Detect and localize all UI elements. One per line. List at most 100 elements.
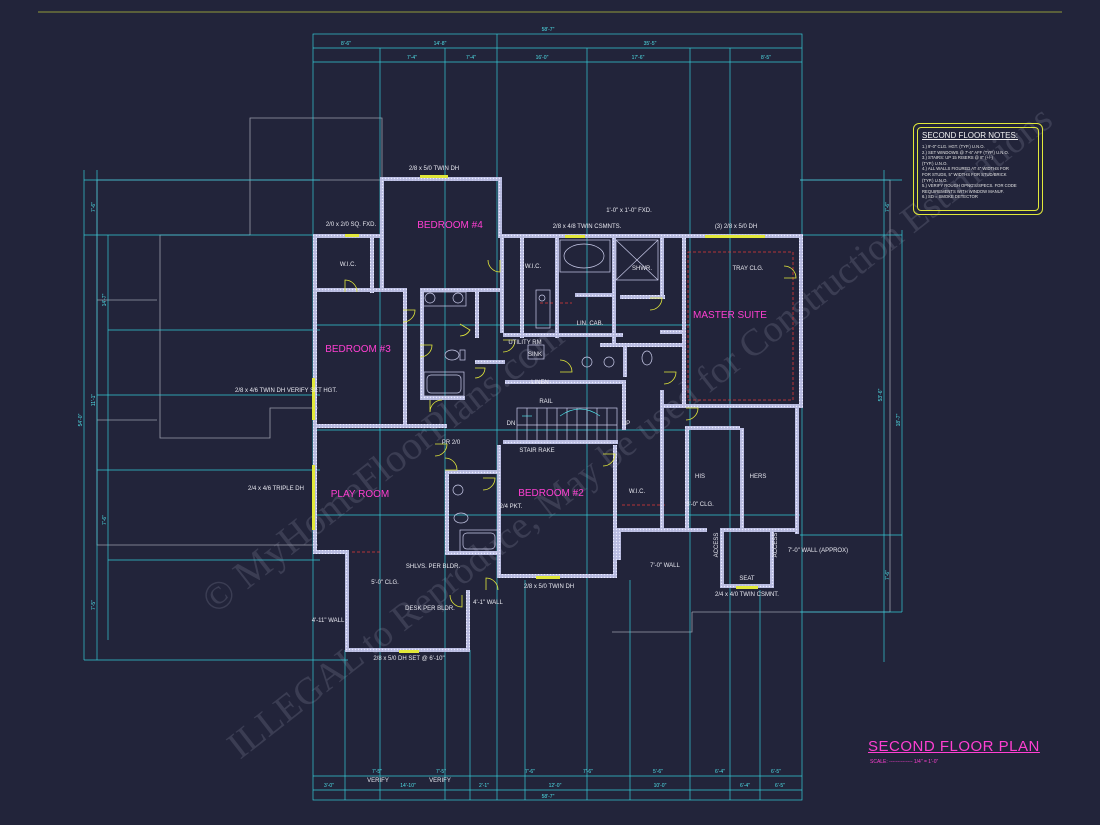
verify-label-2: VERIFY (429, 778, 451, 784)
room-play-room: PLAY ROOM (331, 489, 390, 500)
callout-window-fixed: 1'-0" x 1'-0" FXD. (606, 208, 652, 214)
dim-top-b: 14'-8" (434, 41, 447, 47)
notes-inner-frame: SECOND FLOOR NOTES: 1.) 9'-0" CLG. HGT. … (917, 127, 1039, 211)
label-dn: DN (507, 421, 516, 427)
dim-bot-g: 10'-0" (654, 783, 667, 789)
staircase (516, 407, 618, 443)
dimension-lines (83, 33, 903, 801)
dim-left-total: 54'-0" (78, 413, 84, 426)
note-line: 6.) SD = SMOKE DETECTOR (922, 194, 978, 200)
window-top (420, 175, 448, 178)
label-pkt: 2/4 PKT. (500, 504, 523, 510)
dim-bot2-d: 7'-6" (583, 769, 593, 775)
label-wall-3: 7'-0" WALL (650, 563, 680, 569)
room-labels: BEDROOM #4 BEDROOM #3 PLAY ROOM BEDROOM … (325, 220, 767, 500)
label-shower: SHWR. (632, 266, 652, 272)
verify-label-1: VERIFY (367, 778, 389, 784)
dim-top2-a: 7'-4" (407, 55, 417, 61)
doors (344, 259, 797, 608)
label-tray-ceiling: TRAY CLG. (732, 266, 763, 272)
shower (615, 239, 659, 281)
note-line: 4.) ALL WALLS FIGURED AT 4" WIDTHS FOR (922, 166, 1009, 172)
note-line: (TYP.) U.N.O. (922, 177, 948, 183)
dim-top2-b: 7'-4" (466, 55, 476, 61)
window-play (312, 465, 315, 530)
room-bedroom-4: BEDROOM #4 (417, 220, 483, 231)
windows (312, 175, 765, 653)
window-desk (399, 650, 419, 653)
callout-window-b2: 2/8 x 5/0 TWIN DH (524, 584, 574, 590)
second-floor-notes: SECOND FLOOR NOTES: 1.) 9'-0" CLG. HGT. … (913, 123, 1043, 215)
label-utility: UTILITY RM (508, 340, 541, 346)
dim-right-a: 7'-6" (885, 202, 891, 212)
note-line: 1.) 9'-0" CLG. HGT. (TYP.) U.N.O. (922, 144, 985, 149)
room-bedroom-2: BEDROOM #2 (518, 488, 584, 499)
label-seat: SEAT (739, 576, 755, 582)
label-linen: LINEN (531, 380, 549, 386)
label-wall-1: 4'-1" WALL (473, 600, 503, 606)
dim-bot2-h: 6'-5" (775, 783, 785, 789)
callout-window-desk: 2/8 x 5/0 DH SET @ 6'-10" (373, 656, 444, 662)
window-sq (345, 234, 359, 237)
dim-top-c: 35'-5" (644, 41, 657, 47)
label-stair-rake: STAIR RAKE (519, 448, 554, 454)
label-sink: SINK (528, 352, 542, 358)
note-line: REQUIREMENTS WITH WINDOW MANUF. (922, 188, 1004, 194)
dim-left-e: 7'-5" (91, 600, 97, 610)
label-rail: RAIL (539, 399, 553, 405)
label-access-right: ACCESS (773, 533, 779, 558)
callout-window-b3: 2/8 x 4/6 TWIN DH VERIFY SET HGT. (235, 388, 337, 394)
window-callouts: 2/8 x 5/0 TWIN DH 2/8 x 4/8 TWIN CSMNTS.… (235, 166, 779, 662)
label-desk: DESK PER BLDR. (405, 606, 455, 612)
note-line: 5.) VERIFY ROUGH OPNG'S/SPECS. FOR CODE (922, 183, 1017, 189)
label-wic-left: W.I.C. (340, 262, 357, 268)
callout-window-top: 2/8 x 5/0 TWIN DH (409, 166, 459, 172)
dim-bot-e: 2'-1" (479, 783, 489, 789)
dim-overall-top: 58'-7" (542, 27, 555, 33)
room-bedroom-3: BEDROOM #3 (325, 344, 391, 355)
note-line: (TYP.) U.N.O. (922, 160, 948, 166)
dim-top2-e: 8'-5" (761, 55, 771, 61)
dim-bot-d: 7'-5" (436, 769, 446, 775)
toilet-master (641, 350, 653, 366)
callout-window-play: 2/4 x 4/6 TRIPLE DH (248, 486, 304, 492)
dim-left-b: 14'-7" (102, 293, 108, 306)
label-up: UP (622, 421, 630, 427)
window-master (705, 235, 765, 238)
window-bay (736, 586, 758, 589)
dim-right-b: 18'-7" (896, 413, 902, 426)
dim-top2-d: 17'-6" (632, 55, 645, 61)
label-wall-2: 4'-11" WALL (312, 618, 345, 624)
annotation-labels: W.I.C. W.I.C. W.I.C. UTILITY RM LINEN LI… (312, 222, 848, 624)
label-hers: HERS (750, 474, 767, 480)
note-line: 2.) SET WINDOWS @ 7'-6" AFF (TYP.) U.N.O… (922, 149, 1009, 155)
dim-bot2-g: 6'-4" (740, 783, 750, 789)
plan-scale: SCALE: -------------- 1/4" = 1'-0" (870, 759, 939, 765)
room-master-suite: MASTER SUITE (693, 310, 767, 321)
callout-window-b4-bath: 2/8 x 4/8 TWIN CSMNTS. (553, 224, 622, 230)
dim-right-c: 7'-6" (885, 570, 891, 580)
note-line: 3.) STAIRS: UP 15 RISERS @ 8" (+/-) (922, 155, 993, 161)
tub-b3 (423, 371, 465, 397)
fixtures (421, 239, 659, 553)
label-wall-4: 7'-0" WALL (APPROX) (788, 548, 848, 554)
dim-left-c: 11'-1" (91, 394, 97, 407)
toilet-b3 (444, 349, 460, 361)
dim-bot-b: 7'-5" (372, 769, 382, 775)
note-line: FOR STUDS, 5" WIDTHS FOR STUD/BRICK (922, 171, 1007, 177)
tub-master (563, 243, 605, 269)
dim-bot-h: 6'-4" (715, 769, 725, 775)
label-wic-b2: W.I.C. (629, 489, 646, 495)
dimension-labels: 58'-7" 8'-6" 14'-8" 35'-5" 7'-4" 7'-4" 1… (78, 27, 902, 800)
window-b2 (536, 576, 560, 579)
dim-bot-f: 12'-0" (549, 783, 562, 789)
dim-top2-c: 16'-0" (536, 55, 549, 61)
label-wic-center: W.I.C. (525, 264, 542, 270)
label-access-left: ACCESS (714, 533, 720, 558)
callout-window-bay: 2/4 x 4/0 TWIN CSMNT. (715, 592, 779, 598)
dim-top-a: 8'-6" (341, 41, 351, 47)
dim-bot2-e: 5'-6" (653, 769, 663, 775)
label-clg-2: 5'-0" CLG. (686, 502, 714, 508)
dim-bot-a: 3'-0" (324, 783, 334, 789)
notes-title: SECOND FLOOR NOTES: (922, 131, 1019, 140)
